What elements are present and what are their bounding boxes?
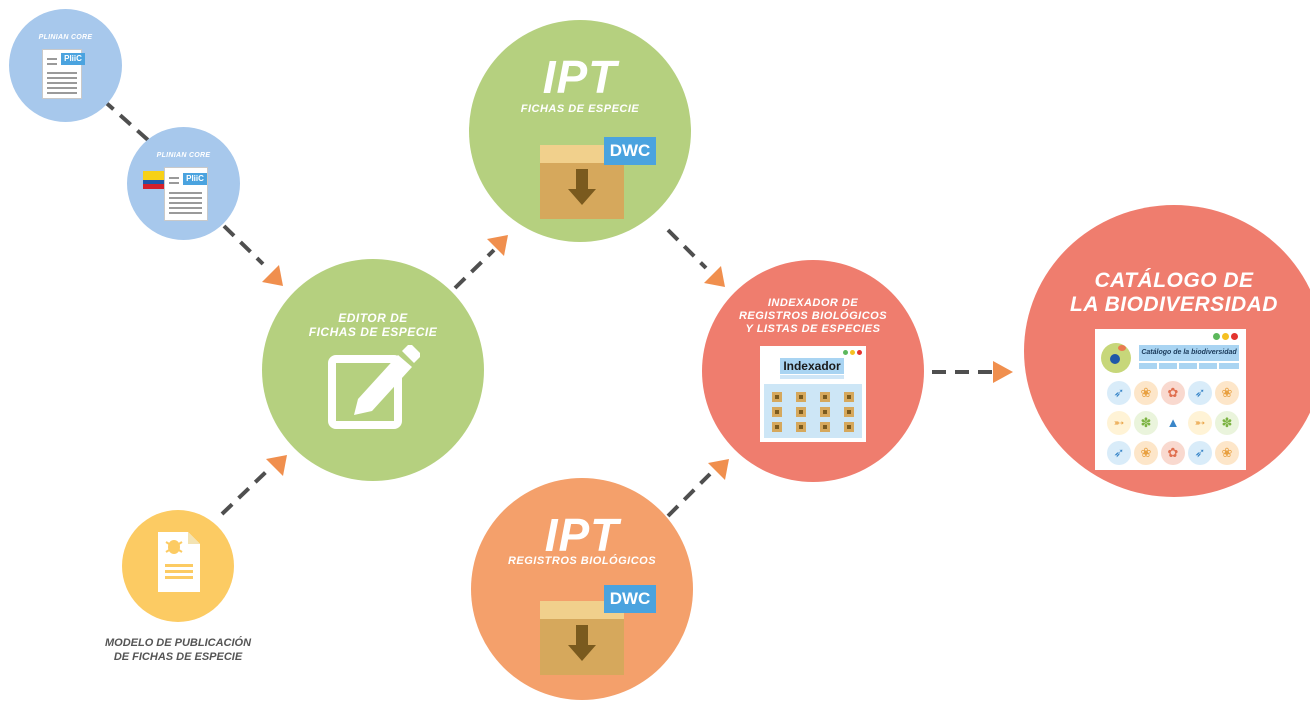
modelo-label-line1: MODELO DE PUBLICACIÓN [104,637,252,649]
connector-modelo-editor [220,468,270,516]
indexador-label-line2: REGISTROS BIOLÓGICOS [738,310,888,322]
plinian-core-node-2: PLINIAN CORE PliiC [127,127,240,240]
connector-iptfichas-indexador [666,228,708,270]
modelo-node [122,510,234,622]
catalogo-label-line1: CATÁLOGO DE [1094,269,1254,292]
arrowhead-to-indexador-bottom [708,459,729,480]
plinian-core-caption-1: PLINIAN CORE [38,34,93,41]
arrowhead-to-iptfichas [487,235,508,256]
biodiversity-logo-icon [1101,343,1131,373]
connector-plinian1-plinian2 [101,98,150,142]
plinian-core-caption-2: PLINIAN CORE [156,152,211,159]
indexador-node: INDEXADOR DE REGISTROS BIOLÓGICOS Y LIST… [702,260,924,482]
ipt-fichas-node: IPT FICHAS DE ESPECIE DWC [469,20,691,242]
plinian-core-node-1: PLINIAN CORE PliiC [9,9,122,122]
editor-label-line1: EDITOR DE [338,311,408,325]
arrowhead-to-editor-top [262,265,283,286]
connector-iptregistros-indexador [666,472,712,518]
indexador-grid [764,384,862,438]
catalogo-window-title: Catálogo de la biodiversidad [1139,345,1239,361]
ipt-fichas-subtitle: FICHAS DE ESPECIE [520,103,640,115]
arrowhead-to-indexador-top [704,266,725,287]
connector-plinian2-editor [222,224,265,266]
dwc-badge-registros: DWC [604,585,656,613]
pliic-tag-1: PliiC [61,53,85,65]
ipt-registros-subtitle: REGISTROS BIOLÓGICOS [507,555,657,567]
indexador-label-line1: INDEXADOR DE [767,297,859,309]
dwc-badge-fichas: DWC [604,137,656,165]
download-box-icon [540,601,624,675]
catalogo-node: CATÁLOGO DE LA BIODIVERSIDAD Catálogo de… [1024,205,1310,497]
arrowhead-to-editor-bottom [266,455,287,476]
ipt-fichas-title: IPT [542,51,618,103]
species-icons: ➶ ❀ ✿ ➶ ❀ ➵ ✽ ▲ ➵ ✽ ➶ ❀ ✿ ➶ ❀ [1095,377,1246,467]
ipt-registros-title: IPT [544,509,620,561]
indexador-label-line3: Y LISTAS DE ESPECIES [745,323,881,335]
editor-node: EDITOR DE FICHAS DE ESPECIE [262,259,484,481]
pliic-tag-2: PliiC [183,173,207,185]
indexador-window: Indexador [760,346,866,442]
indexador-window-title: Indexador [780,358,844,374]
catalogo-label-line2: LA BIODIVERSIDAD [1070,293,1278,316]
ipt-registros-node: IPT REGISTROS BIOLÓGICOS DWC [471,478,693,700]
catalogo-window: Catálogo de la biodiversidad ➶ ❀ ✿ ➶ ❀ ➵… [1095,329,1246,470]
editor-label-line2: FICHAS DE ESPECIE [308,325,438,339]
edit-icon [328,345,420,429]
modelo-label-line2: DE FICHAS DE ESPECIE [113,651,243,663]
connector-editor-iptfichas [453,248,496,290]
bug-document-icon [158,532,200,592]
arrowhead-to-catalogo [993,361,1013,383]
flag-icon [143,171,165,189]
